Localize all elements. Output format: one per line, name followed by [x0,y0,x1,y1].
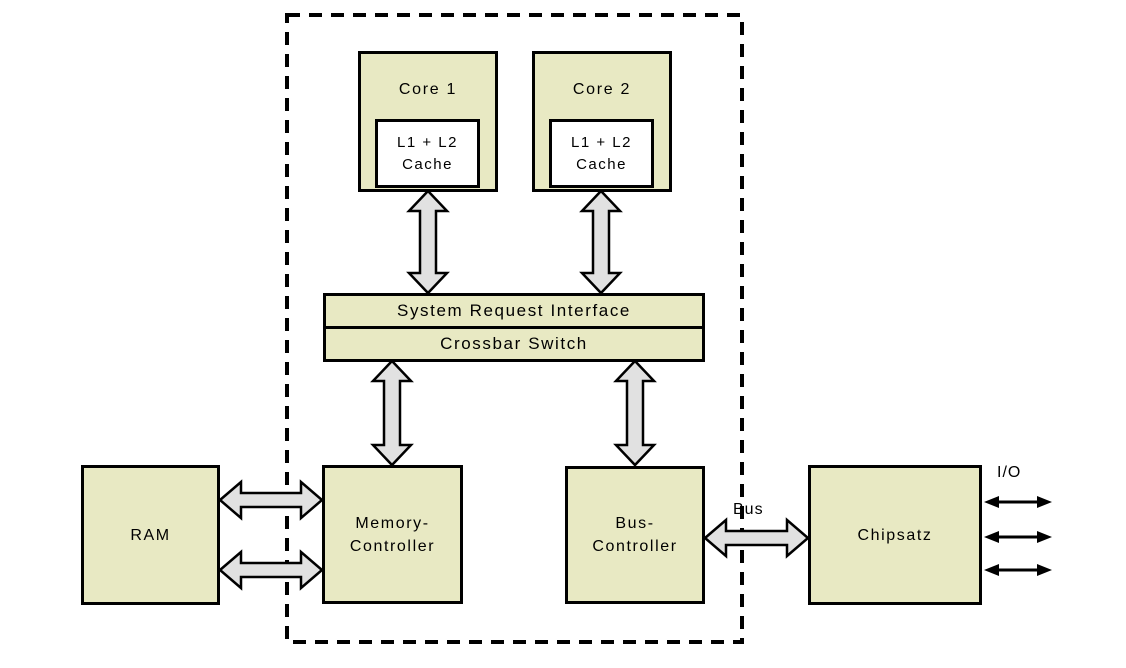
core2-cache-line1: L1 + L2 [571,133,632,151]
io-arrow-1-icon [984,496,1052,508]
double-arrow-ram-memory-upper-icon [218,479,324,521]
double-arrow-ram-memory-lower-icon [218,549,324,591]
memory-controller-line1: Memory- [355,514,430,532]
chipsatz-label: Chipsatz [857,526,933,544]
node-ram: RAM [81,465,220,605]
node-system-request-interface: System Request Interface [323,293,705,329]
bus-label: Bus [733,501,764,518]
node-chipsatz: Chipsatz [808,465,982,605]
core2-cache-line2: Cache [576,155,627,173]
bus-controller-line2: Controller [592,538,678,555]
double-arrow-crossbar-memory-controller-icon [370,359,414,467]
core1-label: Core 1 [398,81,458,98]
io-arrow-3-icon [984,564,1052,576]
bus-controller-line1: Bus- [615,515,655,532]
node-bus-controller: Bus- Controller [565,466,705,604]
double-arrow-core2-sri-icon [579,189,623,295]
system-request-interface-label: System Request Interface [397,301,631,320]
core2-label: Core 2 [572,81,632,98]
ram-label: RAM [130,526,171,544]
double-arrow-core1-sri-icon [406,189,450,295]
double-arrow-crossbar-bus-controller-icon [613,359,657,467]
node-core2-cache: L1 + L2 Cache [549,119,654,188]
node-crossbar-switch: Crossbar Switch [323,326,705,362]
cpu-package-boundary-rect [285,13,744,644]
io-arrow-2-icon [984,531,1052,543]
core1-cache-line2: Cache [402,155,453,173]
cpu-package-boundary [285,13,744,644]
core1-cache-line1: L1 + L2 [397,133,458,151]
node-memory-controller: Memory- Controller [322,465,463,604]
io-label: I/O [997,464,1022,481]
node-core1-cache: L1 + L2 Cache [375,119,480,188]
double-arrow-bus-icon [703,517,810,559]
crossbar-switch-label: Crossbar Switch [440,334,588,353]
memory-controller-line2: Controller [349,537,436,555]
